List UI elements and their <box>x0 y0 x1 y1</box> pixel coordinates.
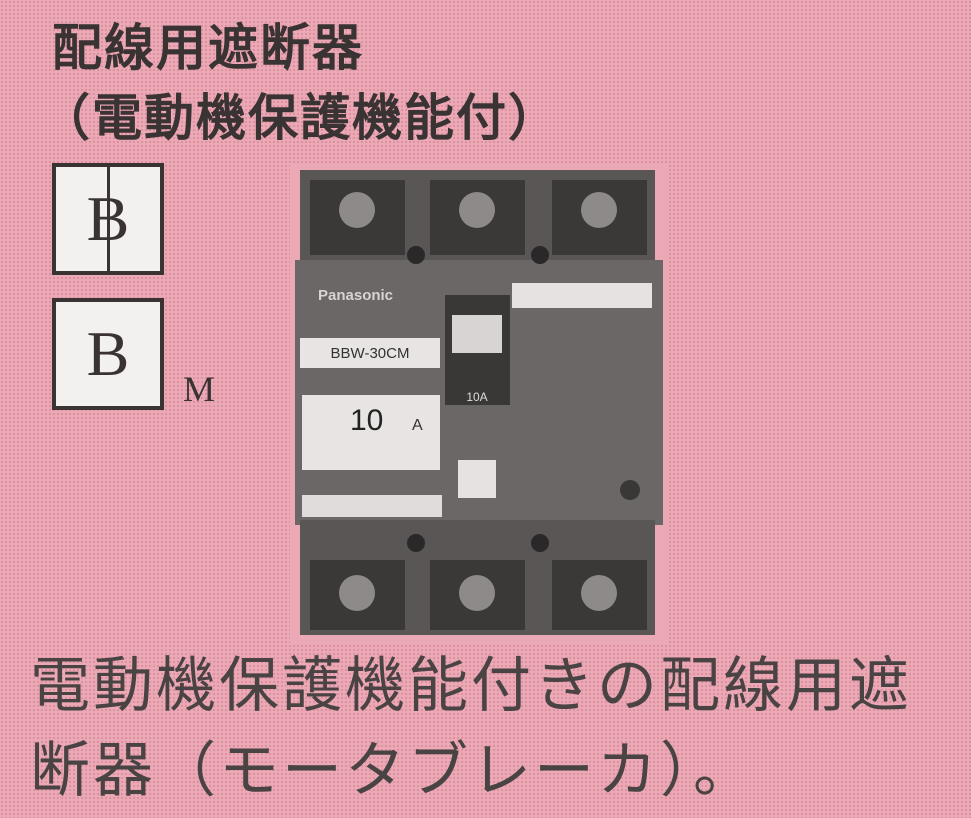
model-plate <box>300 338 440 368</box>
heading-line-2: （電動機保護機能付） <box>40 89 560 147</box>
test-button <box>458 460 496 498</box>
circuit-breaker-symbol: B <box>52 163 164 275</box>
terminal-screws <box>339 192 617 228</box>
heading-line-1: 配線用遮断器 <box>52 19 364 77</box>
brand-label: Panasonic <box>318 287 393 304</box>
symbol-divider-line <box>107 167 110 271</box>
caption-line-1: 電動機保護機能付きの配線用遮 <box>30 651 912 721</box>
symbol-letter: B <box>86 318 130 389</box>
rating-unit: A <box>412 417 423 434</box>
caption-line-2: 断器（モータブレーカ）。 <box>30 736 756 806</box>
rating-plate <box>302 395 440 470</box>
dial-value: 10A <box>466 390 487 404</box>
motor-breaker-symbol: B <box>52 298 164 410</box>
symbol-subscript: M <box>183 369 216 409</box>
rating-value: 10 <box>350 404 383 437</box>
model-label: BBW-30CM <box>331 345 410 362</box>
breaker-photo: Panasonic BBW-30CM 10 A 10A <box>290 165 668 643</box>
